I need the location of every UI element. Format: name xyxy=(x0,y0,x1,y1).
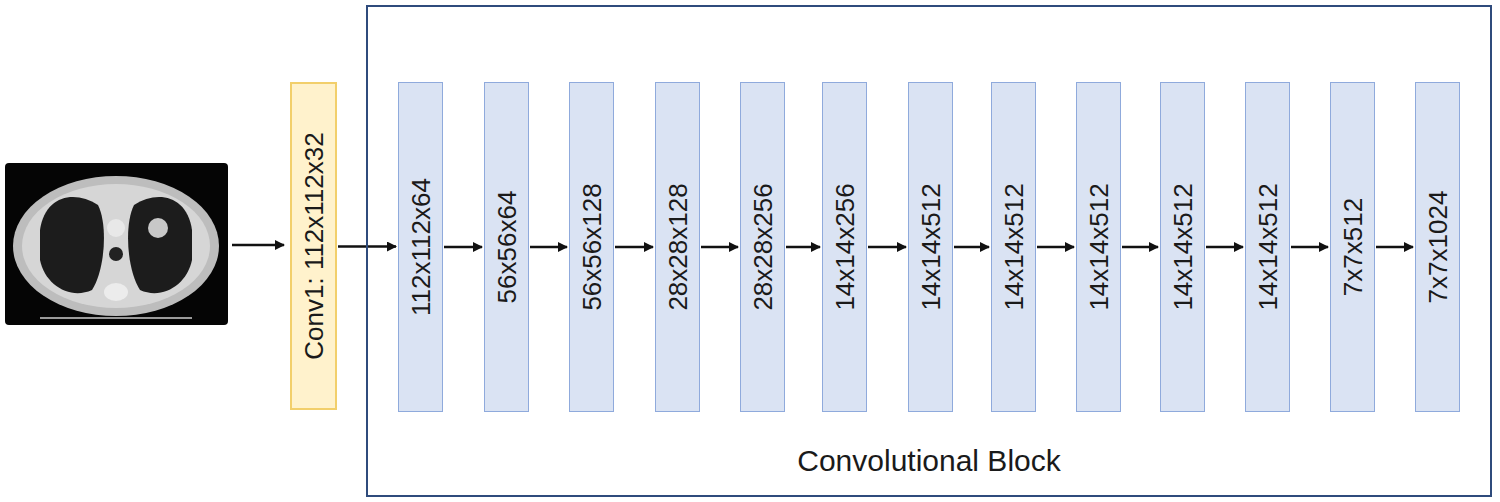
flow-arrow xyxy=(1291,246,1328,249)
feature-map-layer: 112x112x64 xyxy=(398,82,443,412)
flow-arrow xyxy=(530,246,567,249)
flow-arrow xyxy=(1376,246,1413,249)
convolutional-block-frame: Convolutional Block 112x112x64 56x56x64 56x… xyxy=(366,5,1492,497)
input-arrow xyxy=(232,244,284,247)
layer-label: 7x7x1024 xyxy=(1425,191,1451,304)
layer-label: Conv1: 112x112x32 xyxy=(301,132,327,359)
layer-label: 28x28x128 xyxy=(665,183,691,310)
layer-label: 56x56x128 xyxy=(579,183,605,310)
feature-map-layer: 56x56x64 xyxy=(484,82,529,412)
flow-arrow xyxy=(1037,246,1074,249)
block-title: Convolutional Block xyxy=(368,444,1490,477)
flow-arrow xyxy=(1206,246,1243,249)
feature-map-layer: 56x56x128 xyxy=(569,82,614,412)
layer-label: 14x14x512 xyxy=(918,183,944,310)
feature-map-layer: 7x7x1024 xyxy=(1415,82,1460,412)
input-conv-layer: Conv1: 112x112x32 xyxy=(290,82,337,410)
feature-map-layer: 7x7x512 xyxy=(1330,82,1375,412)
feature-map-layer: 14x14x512 xyxy=(1245,82,1290,412)
feature-map-layer: 28x28x256 xyxy=(740,82,785,412)
flow-arrow xyxy=(868,246,906,249)
flow-arrow xyxy=(1122,246,1158,249)
layer-label: 7x7x512 xyxy=(1340,198,1366,296)
layer-label: 14x14x256 xyxy=(832,183,858,310)
feature-map-layer: 14x14x512 xyxy=(1160,82,1205,412)
flow-arrow xyxy=(615,246,653,249)
flow-arrow xyxy=(701,246,738,249)
layer-label: 14x14x512 xyxy=(1170,183,1196,310)
layer-label: 112x112x64 xyxy=(408,178,434,316)
layer-label: 14x14x512 xyxy=(1086,183,1112,310)
feature-map-layer: 14x14x512 xyxy=(1076,82,1121,412)
flow-arrow xyxy=(786,246,820,249)
feature-map-layer: 14x14x512 xyxy=(908,82,953,412)
flow-arrow xyxy=(954,246,989,249)
flow-arrow xyxy=(444,246,482,249)
feature-map-layer: 14x14x512 xyxy=(991,82,1036,412)
layer-label: 28x28x256 xyxy=(750,183,776,310)
layer-label: 56x56x64 xyxy=(494,191,520,304)
feature-map-layer: 14x14x256 xyxy=(822,82,867,412)
feature-map-layer: 28x28x128 xyxy=(655,82,700,412)
layer-label: 14x14x512 xyxy=(1255,183,1281,310)
layer-label: 14x14x512 xyxy=(1001,183,1027,310)
